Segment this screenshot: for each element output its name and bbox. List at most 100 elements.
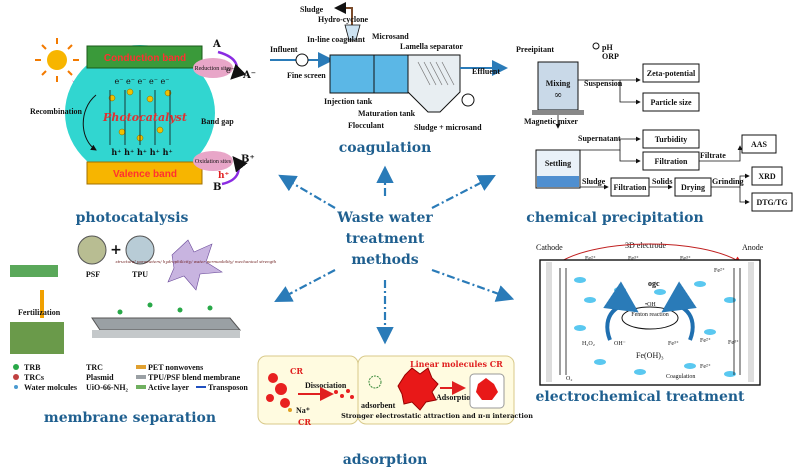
precipitation-panel: Preeipitant pH ORP Mixing ∞ Magnetic mix… xyxy=(516,42,793,226)
lamella-label: Lamella separator xyxy=(400,42,463,51)
fe2b-label: Fe²⁺ xyxy=(714,267,725,274)
recombination-label: Recombination xyxy=(30,107,83,116)
trcs-legend-icon xyxy=(13,374,19,380)
na-label: Na⁺ xyxy=(296,406,310,415)
turbidity-label: Turbidity xyxy=(655,135,688,144)
adsorbent-label: adsorbent xyxy=(361,401,396,410)
recombination-arrow xyxy=(82,94,97,151)
ph-probe-icon xyxy=(592,42,600,50)
active-layer-label: Active layer xyxy=(148,383,190,392)
ogc-label: ogc xyxy=(648,279,660,288)
suspension-label: Suspension xyxy=(584,79,623,88)
sun-icon xyxy=(35,38,79,82)
anode-label: Anode xyxy=(742,243,764,252)
conduction-band-bar xyxy=(86,45,203,69)
arrow-to-precipitation xyxy=(431,174,496,209)
plus-label: + xyxy=(110,242,122,258)
h-plus-label: h⁺ xyxy=(218,171,230,181)
injection-tank xyxy=(329,54,375,94)
dtg-label: DTG/TG xyxy=(756,198,787,207)
flocculant-label: Flocculant xyxy=(348,121,384,130)
feoh-label: Fe(OH)₃ xyxy=(636,351,664,360)
coagulation-title: coagulation xyxy=(339,140,432,156)
sludge-microsand-label: Sludge + microsand xyxy=(414,123,482,132)
mixing-label: Mixing xyxy=(546,79,570,88)
ohminus-label: OH⁻ xyxy=(614,341,626,347)
center-hub: Waste water treatment methods xyxy=(274,165,515,345)
anode-plate xyxy=(748,262,754,382)
aas-label: AAS xyxy=(751,140,768,149)
properties-label: structural parameters/ hydrophilicity/ w… xyxy=(116,259,277,264)
cycle-arrow-left xyxy=(603,281,639,341)
fe2a-label: Fe²⁺ xyxy=(585,255,596,262)
oxidation-arrow xyxy=(221,156,248,186)
particles xyxy=(574,277,736,377)
fertilization-pipe xyxy=(40,290,44,318)
maturation-tank-label: Maturation tank xyxy=(358,109,416,118)
na-icon xyxy=(288,408,292,412)
photocatalysis-title: photocatalysis xyxy=(76,210,189,226)
bubble-arrows xyxy=(559,268,741,375)
dissociation-label: Dissociation xyxy=(305,381,347,390)
adsorption-space-label: Adsorption space xyxy=(436,393,496,402)
fe2d-label: Fe²⁺ xyxy=(700,337,711,344)
water-legend-icon xyxy=(14,385,18,389)
aas-box xyxy=(741,134,777,154)
valence-band-bar xyxy=(86,161,203,185)
xrd-box xyxy=(751,166,783,186)
lamella-tank xyxy=(407,54,461,113)
electrons-row: e⁻ e⁻ e⁻ e⁻ e⁻ xyxy=(115,77,170,86)
hydrocyclone-label: Hydro-cyclone xyxy=(318,15,369,24)
fertilization-label: Fertilization xyxy=(18,308,61,317)
hydrocyclone-shape xyxy=(344,24,361,41)
particle-label: Particle size xyxy=(650,98,692,107)
magnetic-mixer-label: Magnetic mixer xyxy=(524,117,578,126)
solids-label: Solids xyxy=(652,177,672,186)
photocatalysis-panel: Conduction band Valence band e⁻ e⁻ e⁻ e⁻… xyxy=(30,38,256,226)
sludge-label: Sludge xyxy=(582,177,606,186)
properties-star xyxy=(167,239,223,291)
electrochemical-panel: Cathode 3D electrode Anode Fe²⁺ Fe³⁺ Fe³… xyxy=(535,241,763,405)
drying-label: Drying xyxy=(681,183,705,192)
transposon-label: Transposon xyxy=(208,383,248,392)
fenton-ellipse xyxy=(621,306,679,330)
adsorption-title: adsorption xyxy=(343,452,428,468)
adsorbent-blob xyxy=(397,367,439,411)
supernatant-label: Supernatant xyxy=(578,134,621,143)
grinding-label: Grinding xyxy=(712,177,744,186)
cathode-plate xyxy=(546,262,552,382)
ph-label: pH xyxy=(602,43,613,52)
trcs-label: TRCs xyxy=(24,373,44,382)
pump-icon xyxy=(461,93,475,107)
oxidation-sites-blob xyxy=(193,151,233,171)
fine-screen-icon xyxy=(295,53,309,67)
uio-label: UiO-66-NH₂ xyxy=(86,383,129,392)
orp-label: ORP xyxy=(602,52,619,61)
cycle-arrow-right xyxy=(661,281,697,341)
field-photo xyxy=(10,322,64,354)
membrane-cross-section xyxy=(91,317,242,331)
oxidation-sites-label: Oxidation sites xyxy=(195,159,232,165)
psf-icon xyxy=(77,235,107,265)
electrochemical-title: electrochemical treatment xyxy=(535,389,745,405)
valence-band-label: Valence band xyxy=(113,169,177,180)
current-arc xyxy=(559,243,742,264)
fe3d-label: Fe³⁺ xyxy=(728,339,739,346)
adsorption-panel: CR Dissociation Na⁺ CR Linear molecules … xyxy=(257,355,533,468)
center-title-line3: methods xyxy=(351,252,418,268)
adsorbent-small-icon xyxy=(368,375,382,389)
filtrate-label: Filtrate xyxy=(700,151,726,160)
cr1-label: CR xyxy=(290,366,303,376)
oh-label: •OH xyxy=(645,302,656,308)
arrow-to-membrane xyxy=(274,269,336,303)
fenton-label: Fenton reaction xyxy=(631,312,669,318)
reduction-arrow xyxy=(217,50,247,80)
cathode-label: Cathode xyxy=(536,243,563,252)
effluent-label: Effluent xyxy=(472,67,500,76)
arrow-to-photocatalysis xyxy=(278,174,336,209)
B-plus-label: B⁺ xyxy=(241,154,255,165)
tpu-psf-legend-icon xyxy=(136,375,146,379)
fe2e-label: Fe²⁺ xyxy=(700,363,711,370)
settling-label: Settling xyxy=(545,159,571,168)
